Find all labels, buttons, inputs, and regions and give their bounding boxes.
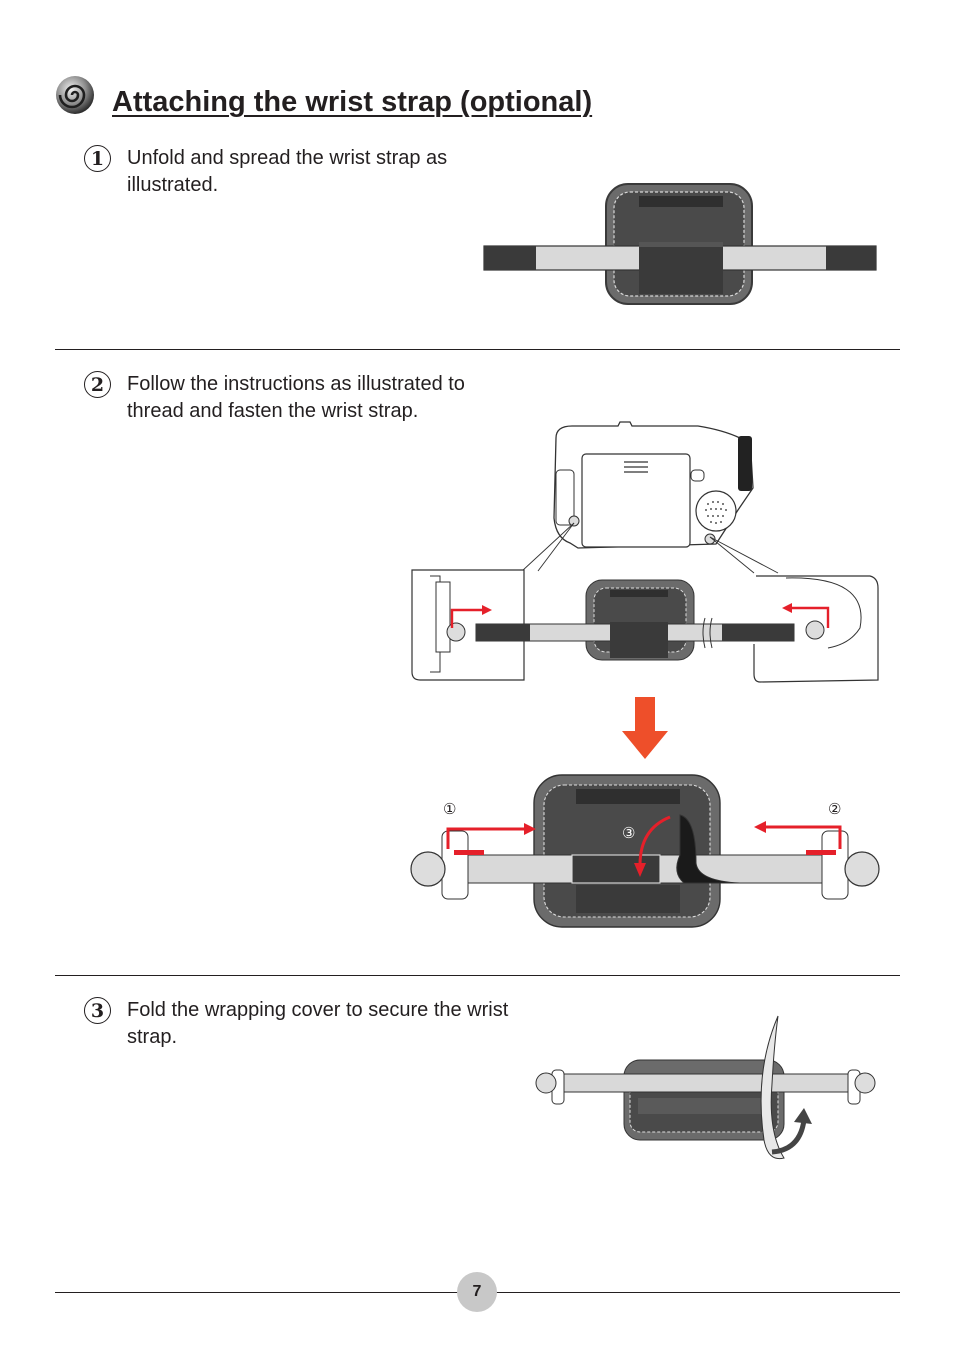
- step-3-number: 3: [84, 997, 111, 1024]
- camcorder-illustration: [553, 421, 754, 549]
- callout-2: ②: [828, 801, 842, 818]
- fastening-illustration: [410, 774, 880, 928]
- section-divider: [55, 975, 900, 976]
- page-title: Attaching the wrist strap (optional): [112, 86, 593, 118]
- step-1-number: 1: [84, 145, 111, 172]
- callout-1: ①: [443, 801, 457, 818]
- callout-leader-lines: [521, 522, 779, 574]
- swirl-icon: [56, 76, 94, 114]
- step-2-number: 2: [84, 371, 111, 398]
- threading-detail-illustration: [411, 569, 879, 683]
- step-2-text: Follow the instructions as illustrated t…: [127, 373, 465, 422]
- section-divider: [55, 349, 900, 350]
- wrist-strap-unfolded-illustration: [483, 183, 877, 305]
- step-3-text: Fold the wrapping cover to secure the wr…: [127, 999, 509, 1048]
- page-number-badge: 7: [457, 1272, 497, 1312]
- callout-3: ③: [622, 825, 636, 842]
- wrapping-cover-fold-illustration: [535, 1015, 876, 1160]
- step-1-text: Unfold and spread the wrist strap as ill…: [127, 147, 448, 196]
- down-arrow-icon: [622, 697, 668, 759]
